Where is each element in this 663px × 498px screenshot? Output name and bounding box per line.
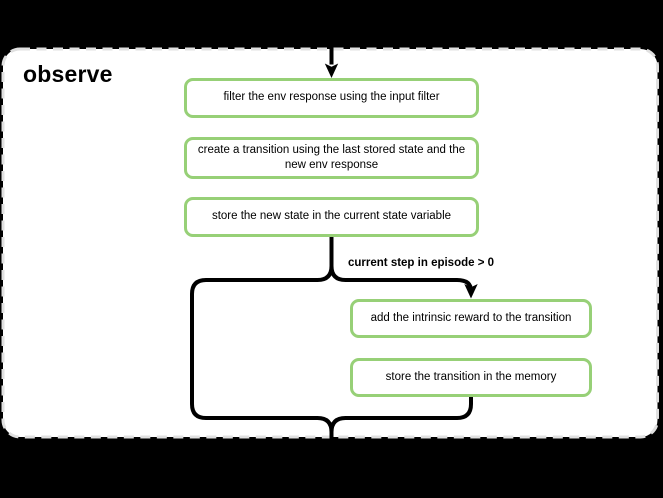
step-filter-env-response: filter the env response using the input … bbox=[184, 78, 479, 118]
connector-skip-branch bbox=[190, 237, 334, 453]
step-store-new-state: store the new state in the current state… bbox=[184, 197, 479, 237]
group-title: observe bbox=[23, 61, 113, 87]
connector-merge bbox=[329, 397, 473, 433]
arrowhead-true-branch-icon bbox=[464, 284, 478, 299]
step-label: create a transition using the last store… bbox=[197, 143, 466, 172]
step-label: filter the env response using the input … bbox=[223, 91, 440, 104]
step-store-transition: store the transition in the memory bbox=[350, 358, 592, 397]
step-add-intrinsic-reward: add the intrinsic reward to the transiti… bbox=[350, 299, 592, 338]
step-label: store the transition in the memory bbox=[385, 370, 557, 383]
step-create-transition: create a transition using the last store… bbox=[184, 137, 479, 179]
condition-label: current step in episode > 0 bbox=[348, 257, 495, 269]
step-label: add the intrinsic reward to the transiti… bbox=[370, 311, 572, 324]
arrowhead-incoming-icon bbox=[324, 63, 339, 78]
step-label: store the new state in the current state… bbox=[211, 210, 452, 223]
connector-true-branch bbox=[329, 265, 473, 292]
